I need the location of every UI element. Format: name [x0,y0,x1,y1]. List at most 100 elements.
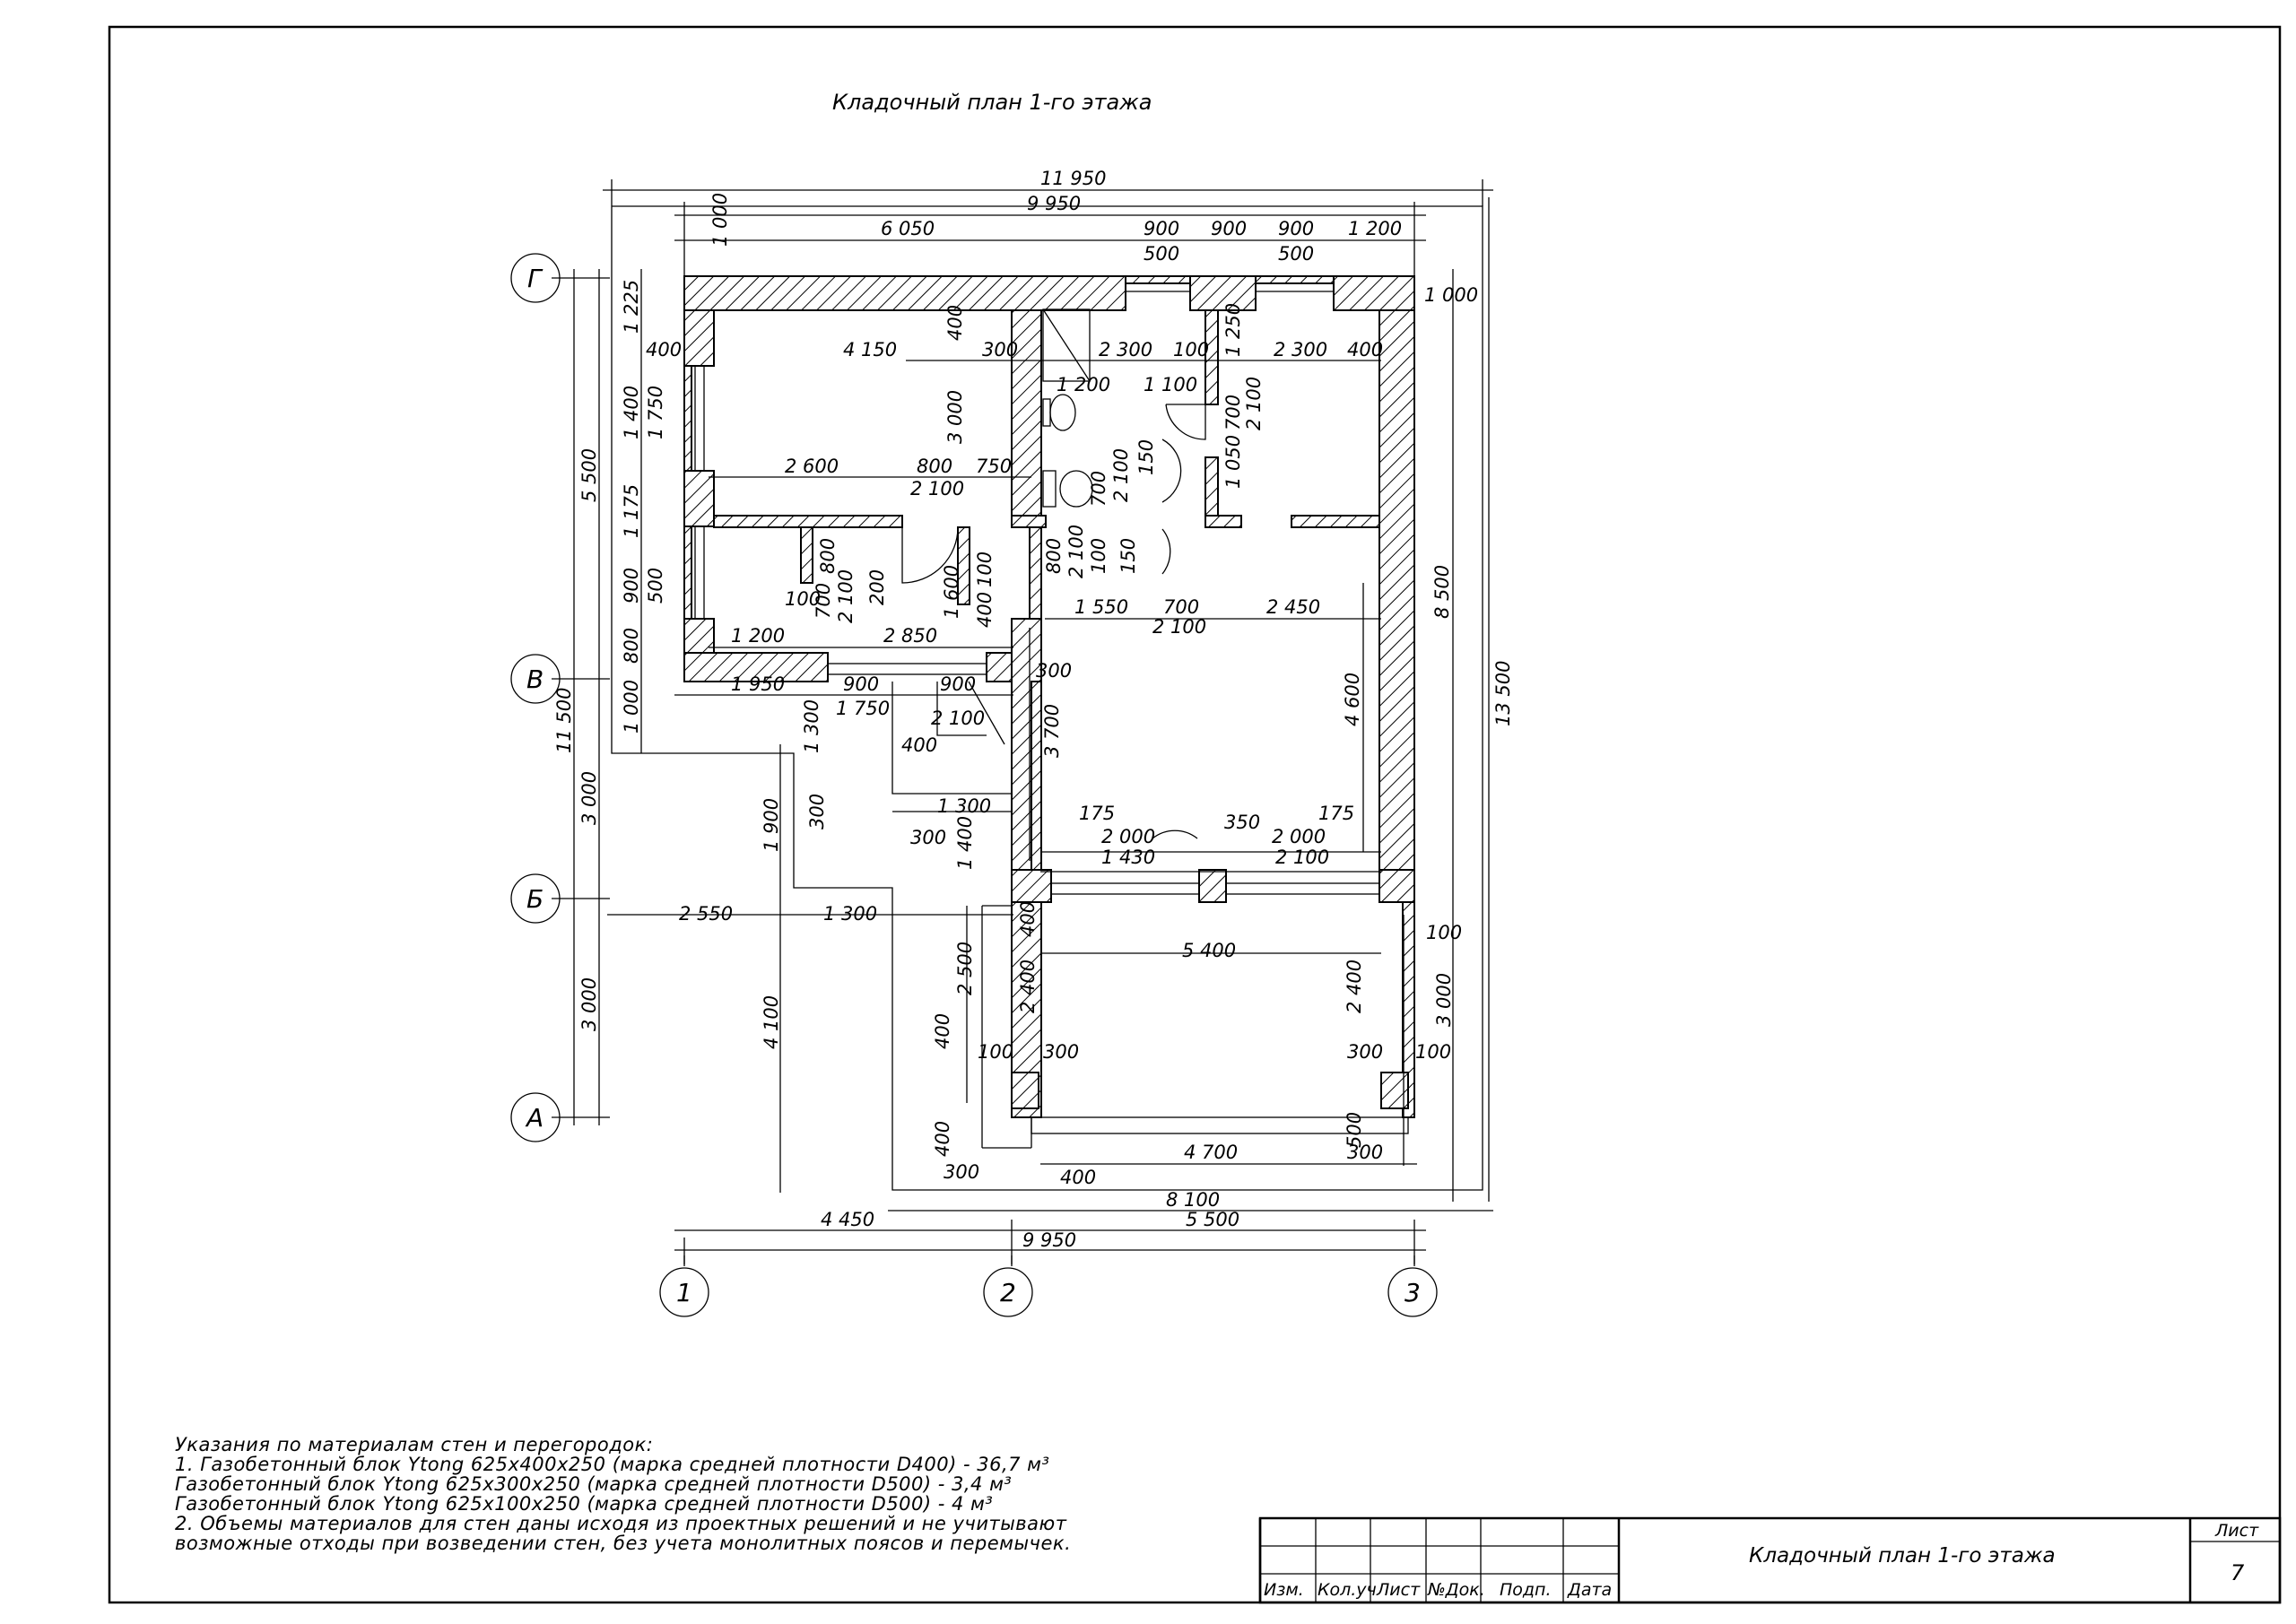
svg-text:2 400: 2 400 [1017,960,1039,1013]
svg-text:400: 400 [901,734,937,756]
svg-text:300: 300 [944,1161,979,1183]
svg-text:500: 500 [645,568,666,604]
svg-text:1 750: 1 750 [645,386,666,439]
svg-text:2 100: 2 100 [1110,448,1132,502]
svg-text:900: 900 [621,568,642,604]
svg-text:900: 900 [843,673,879,695]
svg-text:1: 1 [676,1278,692,1307]
fixtures [1042,308,1093,508]
svg-text:1 000: 1 000 [621,680,642,734]
axis-markers: Г В Б А 1 2 3 [510,253,1438,1317]
svg-text:2 300: 2 300 [1274,339,1327,360]
svg-text:2 100: 2 100 [1275,847,1329,868]
svg-text:2 550: 2 550 [679,903,733,925]
svg-text:1 000: 1 000 [1424,284,1478,306]
svg-text:3 000: 3 000 [944,390,966,444]
svg-text:1 300: 1 300 [937,795,991,817]
svg-text:1 225: 1 225 [621,280,642,334]
title-block: Изм. Кол.уч Лист №Док. Подп. Дата Кладоч… [1258,1516,2282,1604]
outer-contour [611,205,1483,1191]
svg-text:2 100: 2 100 [931,708,985,729]
svg-text:500: 500 [1278,243,1314,265]
walls [683,275,1415,1118]
stamp-title: Кладочный план 1-го этажа [1749,1544,2056,1568]
axis-marker-2: 2 [983,1267,1033,1317]
svg-text:1 175: 1 175 [621,484,642,538]
drawing-title: Кладочный план 1-го этажа [832,90,1152,115]
svg-text:300: 300 [1347,1142,1383,1163]
svg-text:13 500: 13 500 [1492,661,1514,726]
svg-text:1 200: 1 200 [731,625,785,647]
svg-text:4 100: 4 100 [761,995,782,1049]
svg-text:800: 800 [917,456,952,477]
svg-text:300: 300 [910,827,946,848]
svg-text:2 100: 2 100 [1065,525,1087,578]
doors [901,404,1206,839]
notes-line: 2. Объемы материалов для стен даны исход… [175,1513,1067,1534]
axis-marker-3: 3 [1387,1267,1438,1317]
svg-text:900: 900 [1278,218,1314,239]
axis-marker-v: В [510,654,561,704]
svg-text:2 100: 2 100 [835,569,857,623]
svg-text:150: 150 [1118,538,1139,574]
svg-text:500: 500 [1344,1112,1365,1148]
svg-text:350: 350 [1224,812,1260,833]
svg-text:1 750: 1 750 [836,698,890,719]
svg-text:700: 700 [813,583,834,619]
stamp-header-kolu: Кол.уч [1318,1580,1377,1600]
svg-text:1 100: 1 100 [1144,374,1197,395]
stamp-header-izm: Изм. [1264,1580,1304,1600]
svg-text:1 200: 1 200 [1348,218,1402,239]
svg-text:900: 900 [1211,218,1247,239]
svg-text:2 100: 2 100 [1152,616,1206,638]
svg-text:4 150: 4 150 [843,339,897,360]
notes-line: Указания по материалам стен и перегородо… [175,1434,654,1455]
svg-text:300: 300 [806,794,828,829]
axis-marker-a: А [510,1092,561,1142]
svg-text:800: 800 [621,628,642,664]
svg-text:400: 400 [944,305,966,341]
svg-text:300: 300 [1347,1041,1383,1063]
sheet-frame [108,25,2282,1604]
axis-marker-b: Б [510,873,561,924]
svg-text:1 900: 1 900 [761,798,782,852]
svg-text:1 250: 1 250 [1222,303,1244,357]
svg-text:4 450: 4 450 [821,1209,874,1230]
svg-text:Б: Б [526,884,544,914]
svg-text:3 700: 3 700 [1041,704,1063,758]
svg-text:400: 400 [932,1121,953,1157]
svg-text:700: 700 [1163,596,1199,618]
stamp-sheet-number: 7 [2231,1560,2245,1585]
svg-text:2 500: 2 500 [954,942,976,995]
svg-text:300: 300 [1043,1041,1079,1063]
svg-text:1 300: 1 300 [801,699,822,753]
svg-text:2 000: 2 000 [1272,826,1326,847]
svg-text:2 400: 2 400 [1344,960,1365,1013]
notes-line: Газобетонный блок Ytong 625х100х250 (мар… [175,1493,994,1515]
svg-text:11 950: 11 950 [1040,168,1106,189]
svg-text:2 850: 2 850 [883,625,937,647]
svg-text:5 400: 5 400 [1182,940,1236,961]
svg-text:1 200: 1 200 [1057,374,1110,395]
dimension-lines [552,179,1493,1266]
svg-text:4 700: 4 700 [1184,1142,1238,1163]
svg-text:400: 400 [646,339,682,360]
svg-text:3 000: 3 000 [578,977,600,1031]
axis-marker-g: Г [510,253,561,303]
svg-text:8 500: 8 500 [1431,565,1453,619]
svg-text:Г: Г [527,264,544,293]
svg-text:800: 800 [1043,538,1065,574]
svg-text:1 000: 1 000 [709,193,731,247]
svg-text:150: 150 [1135,439,1157,475]
entrance-steps [891,682,1032,1149]
svg-text:1 430: 1 430 [1101,847,1155,868]
svg-text:6 050: 6 050 [881,218,935,239]
svg-text:1 400: 1 400 [954,816,976,870]
svg-text:400: 400 [1347,339,1383,360]
stamp-header-list: Лист [1376,1580,1421,1600]
svg-text:8 100: 8 100 [1166,1189,1220,1211]
svg-text:400: 400 [932,1013,953,1049]
svg-text:2: 2 [1000,1278,1016,1307]
svg-text:11 500: 11 500 [553,688,575,753]
